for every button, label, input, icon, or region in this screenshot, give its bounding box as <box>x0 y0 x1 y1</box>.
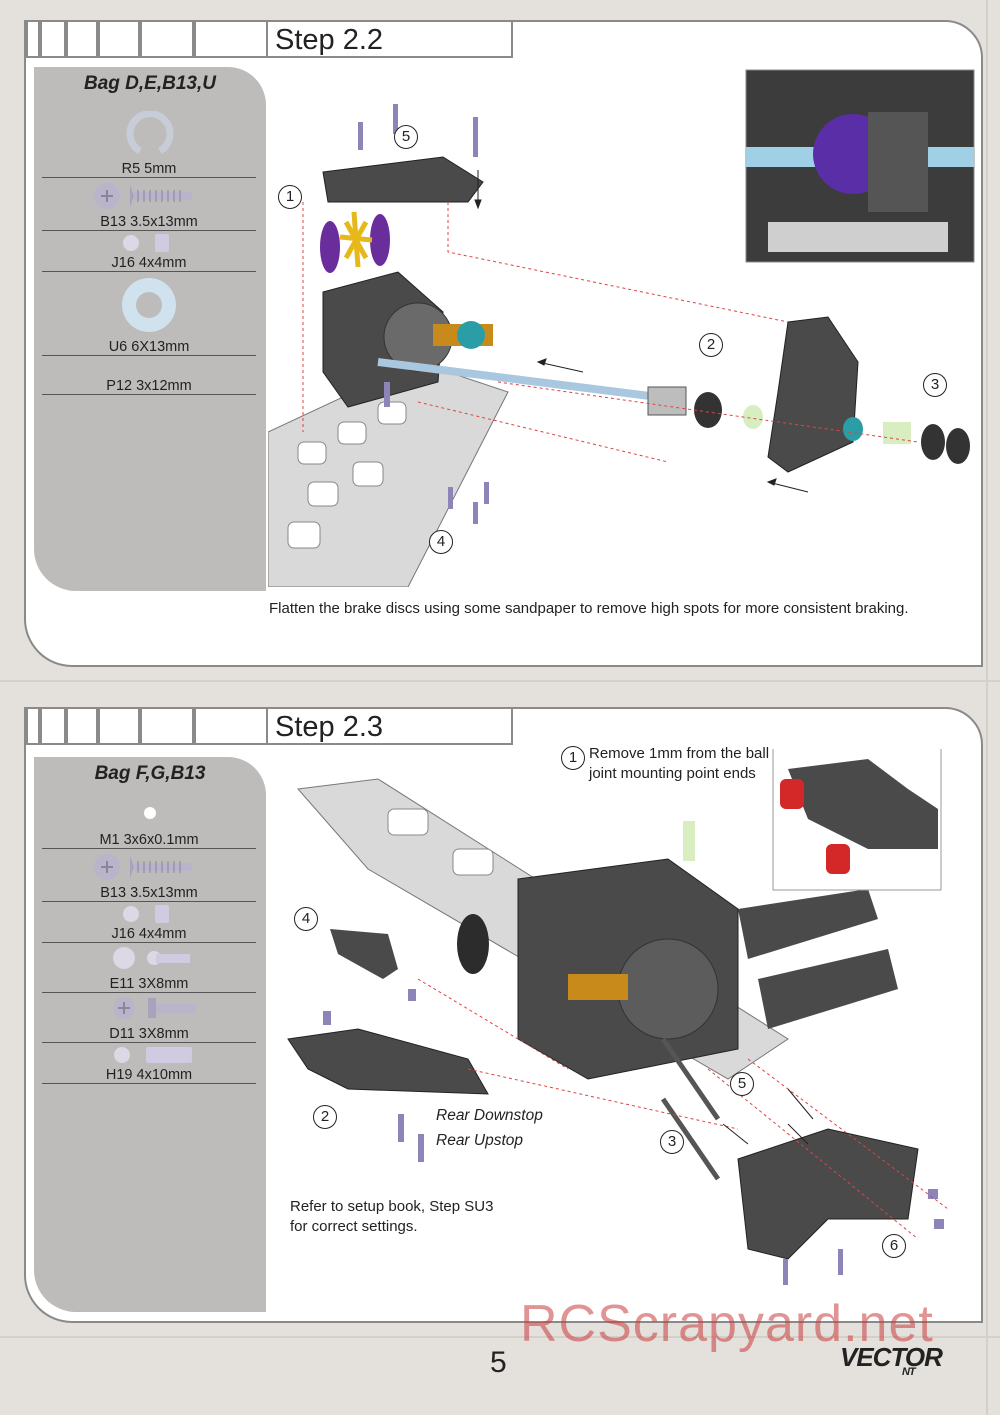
step-caption: Flatten the brake discs using some sandp… <box>269 600 909 617</box>
part-item: M1 3x6x0.1mm <box>42 793 256 849</box>
tab-box <box>140 709 194 745</box>
part-item: B13 3.5x13mm <box>42 177 256 231</box>
tab-box <box>194 709 268 745</box>
tab-box <box>40 709 66 745</box>
part-label: E11 3X8mm <box>109 976 189 992</box>
part-item: J16 4x4mm <box>42 230 256 272</box>
logo-text: VECTOR <box>840 1342 943 1372</box>
callout-5: 5 <box>730 1072 754 1096</box>
callout-2: 2 <box>699 333 723 357</box>
tab-box <box>140 22 194 58</box>
ball-stud-icon <box>113 947 190 969</box>
parts-list: Bag F,G,B13 M1 3x6x0.1mm B13 3.5x13mm J1… <box>34 757 266 1312</box>
part-label: B13 3.5x13mm <box>100 885 198 901</box>
assembly-illustration <box>287 749 949 1285</box>
washer-icon <box>122 278 176 332</box>
step-tabs <box>26 709 268 745</box>
tab-box <box>66 709 98 745</box>
part-item: P12 3x12mm <box>42 355 256 395</box>
callout-2: 2 <box>313 1105 337 1129</box>
part-label: M1 3x6x0.1mm <box>99 832 199 848</box>
callout-6: 6 <box>882 1234 906 1258</box>
part-label: U6 6X13mm <box>108 339 190 355</box>
callout-3: 3 <box>923 373 947 397</box>
logo-sub: NT <box>902 1366 916 1378</box>
part-label: J16 4x4mm <box>111 926 187 942</box>
step-title: Step 2.3 <box>266 709 513 745</box>
tab-box <box>66 22 98 58</box>
page-number: 5 <box>490 1346 507 1379</box>
rear-upstop-label: Rear Upstop <box>436 1132 524 1149</box>
part-label: B13 3.5x13mm <box>100 214 198 230</box>
part-item: H19 4x10mm <box>42 1042 256 1084</box>
part-item: U6 6X13mm <box>42 271 256 356</box>
setup-note: Refer to setup book, Step SU3 for correc… <box>290 1198 494 1235</box>
callout-3: 3 <box>660 1130 684 1154</box>
tab-box <box>26 709 40 745</box>
spacer-icon <box>123 234 169 252</box>
part-item: E11 3X8mm <box>42 942 256 993</box>
bag-title: Bag D,E,B13,U <box>84 73 216 94</box>
note-callout-1: 1 <box>561 746 585 770</box>
step-2-2-panel: Step 2.2 Bag D,E,B13,U R5 5mm B13 3.5x13… <box>24 20 983 667</box>
part-label: P12 3x12mm <box>106 378 192 394</box>
screw-icon <box>94 854 192 880</box>
tab-box <box>40 22 66 58</box>
watermark: RCScrapyard.net <box>520 1295 934 1353</box>
callout-5: 5 <box>394 125 418 149</box>
part-label: H19 4x10mm <box>105 1067 193 1083</box>
spacer-icon <box>123 905 169 923</box>
parts-list: Bag D,E,B13,U R5 5mm B13 3.5x13mm J16 4x… <box>34 67 266 591</box>
tab-box <box>26 22 40 58</box>
spacer-icon <box>114 1047 192 1063</box>
part-item: B13 3.5x13mm <box>42 848 256 902</box>
part-label: R5 5mm <box>121 161 177 177</box>
e-clip-icon <box>126 111 174 155</box>
shim-icon <box>144 807 156 819</box>
callout-1: 1 <box>278 185 302 209</box>
background-line <box>0 680 1000 682</box>
part-item: R5 5mm <box>42 103 256 178</box>
callout-4: 4 <box>429 530 453 554</box>
tab-box <box>98 709 140 745</box>
screw-icon <box>94 183 192 209</box>
step-2-3-panel: Step 2.3 Bag F,G,B13 M1 3x6x0.1mm B13 3.… <box>24 707 983 1323</box>
screw-icon <box>113 997 196 1019</box>
part-label: J16 4x4mm <box>111 255 187 271</box>
ball-joint-note: Remove 1mm from the ball joint mounting … <box>589 745 770 782</box>
tab-box <box>194 22 268 58</box>
callout-4: 4 <box>294 907 318 931</box>
step-title: Step 2.2 <box>266 22 513 58</box>
part-item: J16 4x4mm <box>42 901 256 943</box>
part-label: D11 3X8mm <box>109 1026 189 1042</box>
step-tabs <box>26 22 268 58</box>
rear-downstop-label: Rear Downstop <box>436 1107 543 1124</box>
background-line <box>0 1336 1000 1338</box>
background-line <box>986 0 988 1415</box>
tab-box <box>98 22 140 58</box>
bag-title: Bag F,G,B13 <box>94 763 206 784</box>
part-item: D11 3X8mm <box>42 992 256 1043</box>
assembly-illustration <box>268 69 975 587</box>
